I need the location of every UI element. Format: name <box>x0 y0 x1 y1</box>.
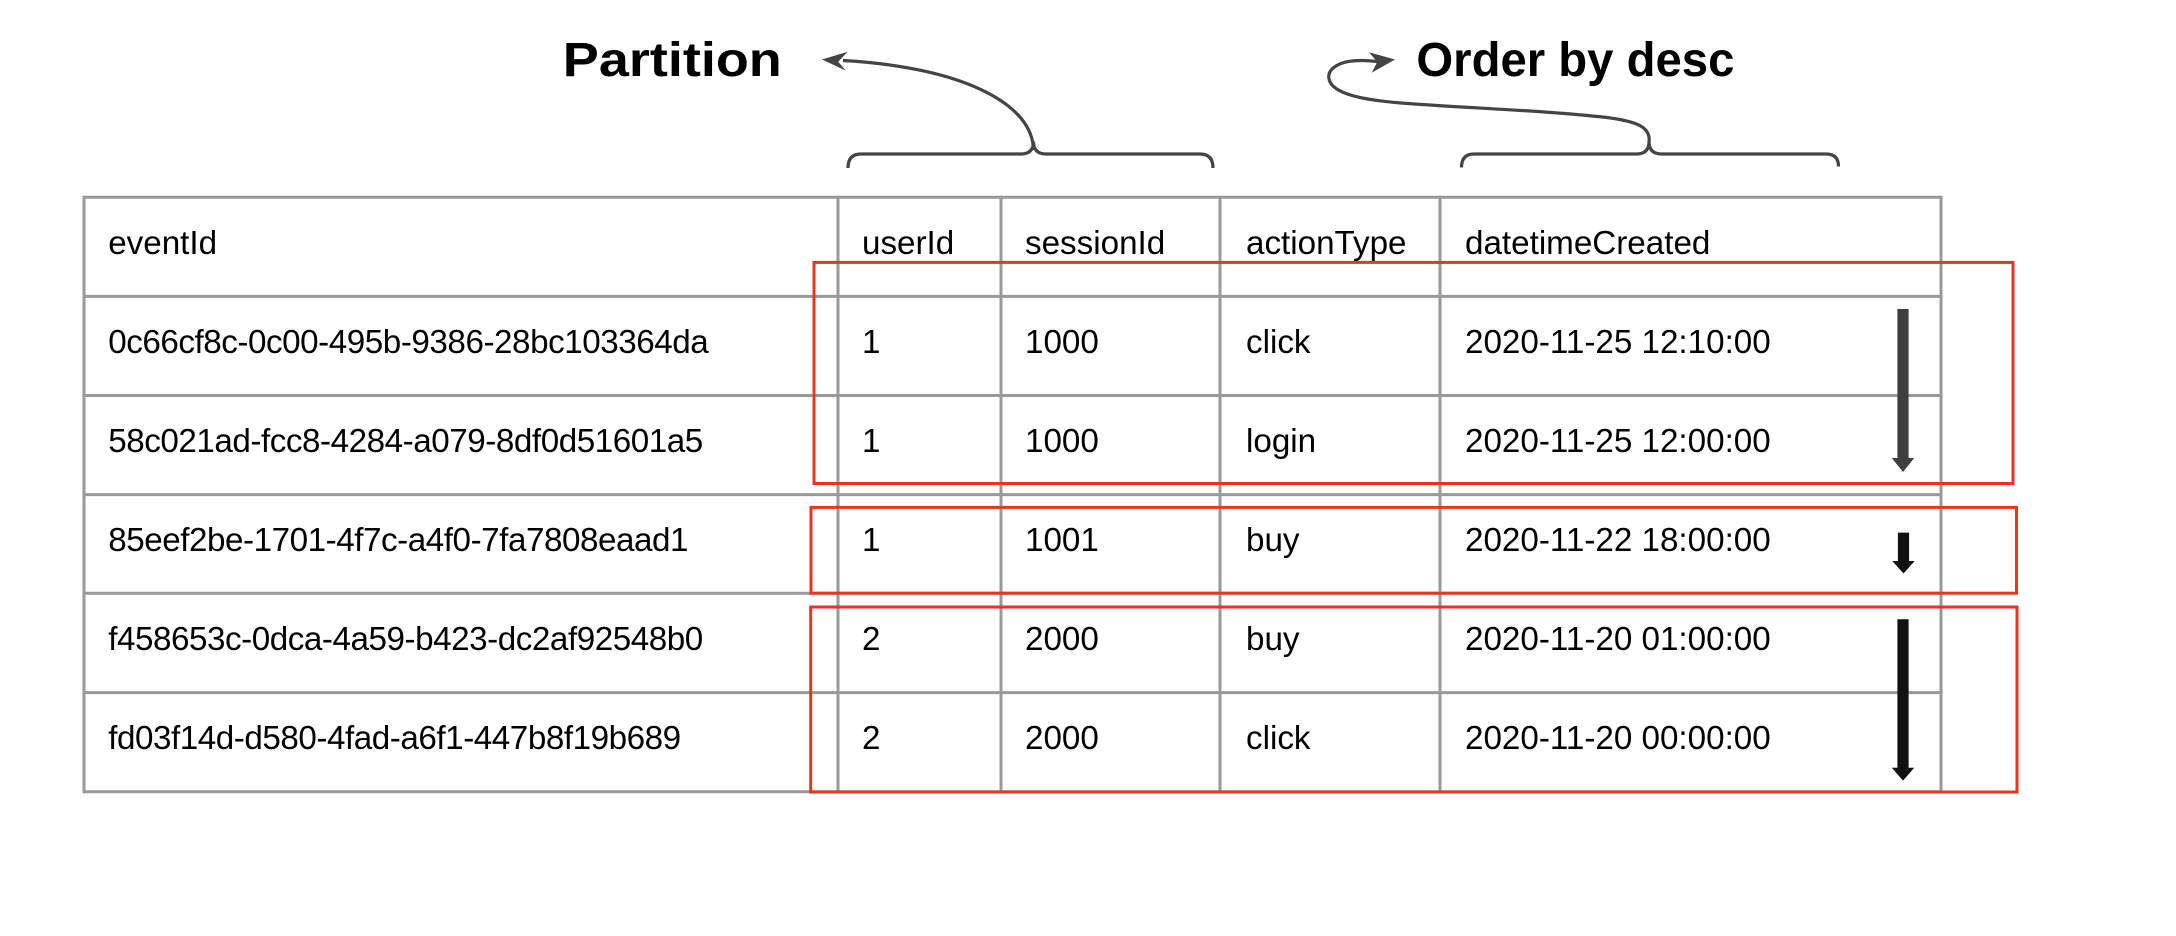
svg-text:2: 2 <box>862 720 880 757</box>
svg-text:2020-11-25 12:00:00: 2020-11-25 12:00:00 <box>1465 423 1771 460</box>
svg-text:1000: 1000 <box>1025 423 1099 460</box>
svg-text:fd03f14d-d580-4fad-a6f1-447b8f: fd03f14d-d580-4fad-a6f1-447b8f19b689 <box>108 720 680 757</box>
svg-text:datetimeCreated: datetimeCreated <box>1465 225 1710 262</box>
svg-text:1: 1 <box>862 423 880 460</box>
svg-text:2000: 2000 <box>1025 720 1099 757</box>
svg-text:click: click <box>1246 720 1311 757</box>
svg-text:login: login <box>1246 423 1316 460</box>
svg-text:2: 2 <box>862 621 880 658</box>
svg-text:1000: 1000 <box>1025 324 1099 361</box>
svg-text:1001: 1001 <box>1025 522 1099 559</box>
svg-text:2000: 2000 <box>1025 621 1099 658</box>
svg-text:1: 1 <box>862 522 880 559</box>
svg-text:click: click <box>1246 324 1311 361</box>
svg-text:f458653c-0dca-4a59-b423-dc2af9: f458653c-0dca-4a59-b423-dc2af92548b0 <box>108 621 703 658</box>
svg-text:Partition: Partition <box>563 34 782 87</box>
svg-text:buy: buy <box>1246 621 1300 658</box>
svg-text:1: 1 <box>862 324 880 361</box>
svg-text:2020-11-22 18:00:00: 2020-11-22 18:00:00 <box>1465 522 1771 559</box>
svg-text:2020-11-25 12:10:00: 2020-11-25 12:10:00 <box>1465 324 1771 361</box>
svg-text:85eef2be-1701-4f7c-a4f0-7fa780: 85eef2be-1701-4f7c-a4f0-7fa7808eaad1 <box>108 522 688 559</box>
svg-text:2020-11-20 01:00:00: 2020-11-20 01:00:00 <box>1465 621 1771 658</box>
svg-text:58c021ad-fcc8-4284-a079-8df0d5: 58c021ad-fcc8-4284-a079-8df0d51601a5 <box>108 423 703 460</box>
svg-text:Order by desc: Order by desc <box>1416 34 1734 87</box>
svg-text:eventId: eventId <box>108 225 217 262</box>
svg-text:userId: userId <box>862 225 954 262</box>
svg-text:sessionId: sessionId <box>1025 225 1165 262</box>
svg-text:0c66cf8c-0c00-495b-9386-28bc10: 0c66cf8c-0c00-495b-9386-28bc103364da <box>108 324 709 361</box>
svg-text:actionType: actionType <box>1246 225 1407 262</box>
svg-text:2020-11-20 00:00:00: 2020-11-20 00:00:00 <box>1465 720 1771 757</box>
svg-text:buy: buy <box>1246 522 1300 559</box>
